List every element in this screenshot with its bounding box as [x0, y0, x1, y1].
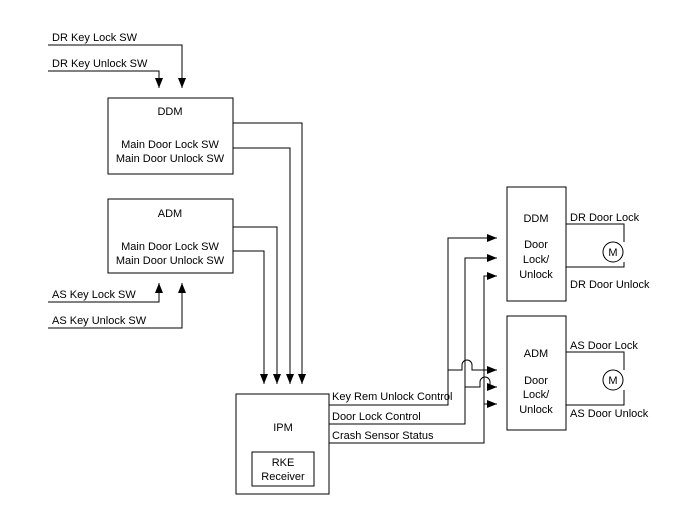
ddm-right-line2: Lock/ [523, 254, 550, 266]
crash-sensor-label: Crash Sensor Status [332, 430, 434, 442]
ddm-right-title: DDM [523, 213, 548, 225]
as-door-lock-label: AS Door Lock [570, 340, 638, 352]
ddm-unlock-to-ipm-wire [233, 147, 294, 384]
adm-lock-to-ipm-wire [233, 226, 281, 384]
dr-motor-circuit [566, 223, 625, 268]
adm-right-line2: Lock/ [523, 389, 550, 401]
dr-key-unlock-label: DR Key Unlock SW [52, 58, 148, 70]
rke-receiver-box [251, 451, 315, 487]
adm-upper-lock-sw: Main Door Lock SW [121, 241, 219, 253]
as-door-unlock-label: AS Door Unlock [570, 408, 649, 420]
as-key-unlock-wire [48, 283, 186, 329]
ddm-right-line3: Unlock [519, 269, 553, 281]
ddm-lock-to-ipm-wire [233, 122, 306, 384]
ipm-title: IPM [273, 422, 293, 434]
ddm-upper-title: DDM [157, 106, 182, 118]
dr-door-unlock-label: DR Door Unlock [570, 279, 650, 291]
rke-label-line1: RKE [272, 457, 295, 469]
dr-door-lock-label: DR Door Lock [570, 212, 640, 224]
dr-motor-icon [602, 241, 624, 263]
as-key-lock-wire [48, 283, 163, 303]
as-motor-icon [602, 369, 624, 391]
ddm-upper-lock-sw: Main Door Lock SW [121, 139, 219, 151]
adm-upper-box [107, 198, 234, 274]
ddm-right-line1: Door [524, 239, 548, 251]
adm-upper-title: ADM [158, 208, 182, 220]
adm-unlock-to-ipm-wire [233, 250, 268, 384]
door-lock-control-label: Door Lock Control [332, 411, 421, 423]
ddm-upper-unlock-sw: Main Door Unlock SW [116, 153, 225, 165]
rke-label-line2: Receiver [261, 471, 305, 483]
door-lock-control-bus [329, 254, 497, 425]
dr-key-lock-label: DR Key Lock SW [52, 32, 138, 44]
dr-key-lock-wire [48, 44, 186, 88]
adm-right-box [506, 315, 567, 431]
ddm-right-box [506, 186, 567, 302]
dr-motor-label: M [608, 247, 617, 259]
key-rem-unlock-label: Key Rem Unlock Control [332, 391, 452, 403]
dr-key-unlock-wire [48, 70, 163, 88]
as-key-lock-label: AS Key Lock SW [52, 289, 136, 301]
key-rem-unlock-bus [329, 234, 497, 406]
as-motor-label: M [608, 375, 617, 387]
adm-upper-unlock-sw: Main Door Unlock SW [116, 255, 225, 267]
adm-right-line3: Unlock [519, 404, 553, 416]
as-key-unlock-label: AS Key Unlock SW [52, 315, 147, 327]
as-motor-circuit [566, 351, 625, 406]
adm-right-title: ADM [524, 348, 548, 360]
adm-right-line1: Door [524, 375, 548, 387]
ddm-upper-box [107, 97, 234, 175]
crash-sensor-bus [329, 272, 497, 444]
